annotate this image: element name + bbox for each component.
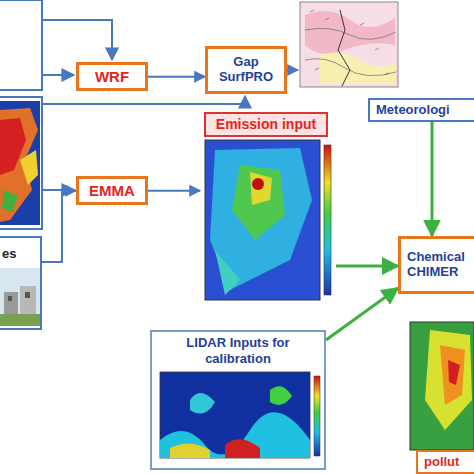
node-label: WRF xyxy=(95,68,129,85)
meteorological-map xyxy=(300,2,398,87)
input-panel-ground xyxy=(0,236,42,330)
model-box: EMMA xyxy=(76,176,148,205)
node-label: Chemical CHIMER xyxy=(407,250,474,280)
source-box: es xyxy=(0,236,42,330)
pollutant-map xyxy=(410,322,474,450)
lidar-panel-ground xyxy=(150,330,326,470)
node-label: Gap SurfPRO xyxy=(214,55,278,85)
lidar-box: LIDAR Inputs for calibration xyxy=(150,330,326,470)
flow-arrow xyxy=(336,265,398,268)
emission-map xyxy=(205,140,331,300)
lidar-plot xyxy=(160,372,320,458)
map-title: Meteorologi xyxy=(368,98,474,122)
terrain-map xyxy=(0,101,40,225)
station-photo xyxy=(0,268,40,326)
model-box: WRF xyxy=(76,62,148,91)
flow-arrow xyxy=(287,69,298,71)
input-panel xyxy=(0,0,42,90)
flow-arrow xyxy=(148,76,205,78)
map-title: Emission input xyxy=(204,112,328,137)
input-wire xyxy=(42,20,112,60)
model-box: Chemical CHIMER xyxy=(398,236,474,294)
input-wire xyxy=(42,96,245,104)
map-node: Meteorologi xyxy=(298,0,474,122)
input-wire xyxy=(42,74,74,76)
node-label: es xyxy=(2,246,38,261)
flow-arrow xyxy=(326,288,398,340)
panel-title: LIDAR Inputs for calibration xyxy=(168,335,308,366)
map-title: pollut xyxy=(416,450,474,474)
input-panel xyxy=(0,97,42,229)
flow-arrow xyxy=(42,191,76,262)
map-node: Emission input xyxy=(200,112,336,304)
flow-arrow xyxy=(148,190,200,192)
node-label: EMMA xyxy=(89,182,135,199)
map-node: pollut xyxy=(408,320,474,474)
flow-arrow xyxy=(431,122,434,236)
model-box: Gap SurfPRO xyxy=(205,46,287,94)
